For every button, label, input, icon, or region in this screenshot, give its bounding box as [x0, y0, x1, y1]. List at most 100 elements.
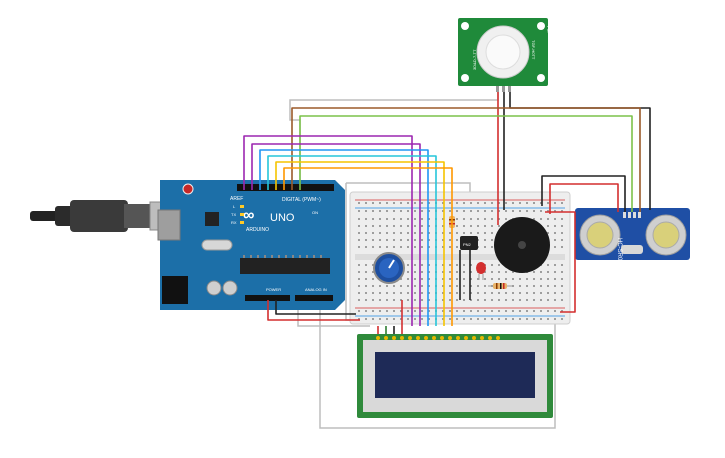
breadboard-hole: [407, 202, 409, 204]
breadboard-hole: [477, 278, 479, 280]
breadboard-hole: [358, 239, 360, 241]
breadboard-hole: [407, 285, 409, 287]
breadboard-hole: [407, 278, 409, 280]
breadboard-hole: [400, 318, 402, 320]
breadboard-hole: [540, 292, 542, 294]
breadboard-hole: [477, 310, 479, 312]
breadboard-hole: [421, 271, 423, 273]
lcd-pin: [376, 336, 380, 340]
lcd-pin: [456, 336, 460, 340]
l-led-label: L: [233, 204, 236, 209]
breadboard-hole: [540, 271, 542, 273]
breadboard-hole: [386, 239, 388, 241]
breadboard-hole: [463, 292, 465, 294]
breadboard-hole: [519, 210, 521, 212]
breadboard-hole: [393, 285, 395, 287]
breadboard-hole: [372, 310, 374, 312]
potentiometer[interactable]: [373, 252, 405, 284]
signal-wires: [243, 92, 651, 334]
breadboard-hole: [442, 232, 444, 234]
breadboard-hole: [533, 318, 535, 320]
breadboard-hole: [456, 225, 458, 227]
transistor-label: PN2: [463, 242, 472, 247]
breadboard-hole: [358, 202, 360, 204]
breadboard-hole: [491, 278, 493, 280]
breadboard-hole: [379, 239, 381, 241]
breadboard-hole: [365, 310, 367, 312]
lcd-pin: [464, 336, 468, 340]
breadboard-hole: [400, 239, 402, 241]
breadboard-hole: [498, 292, 500, 294]
breadboard-hole: [372, 239, 374, 241]
breadboard-hole: [463, 318, 465, 320]
breadboard-hole: [386, 310, 388, 312]
breadboard-hole: [561, 285, 563, 287]
breadboard-hole: [449, 299, 451, 301]
breadboard-hole: [456, 310, 458, 312]
lcd-pin: [432, 336, 436, 340]
breadboard-hole: [358, 299, 360, 301]
breadboard-hole: [414, 285, 416, 287]
breadboard-hole: [491, 271, 493, 273]
breadboard-hole: [449, 239, 451, 241]
atmega-chip: [240, 258, 330, 274]
breadboard-hole: [372, 232, 374, 234]
breadboard-hole: [386, 246, 388, 248]
breadboard-hole: [519, 285, 521, 287]
breadboard-hole: [498, 310, 500, 312]
breadboard-hole: [407, 232, 409, 234]
breadboard-hole: [414, 271, 416, 273]
breadboard-hole: [540, 318, 542, 320]
breadboard-hole: [491, 310, 493, 312]
breadboard-hole: [449, 310, 451, 312]
breadboard-hole: [533, 292, 535, 294]
breadboard-hole: [442, 225, 444, 227]
breadboard-hole: [421, 292, 423, 294]
breadboard-hole: [407, 239, 409, 241]
breadboard-hole: [491, 299, 493, 301]
breadboard-hole: [386, 225, 388, 227]
breadboard-hole: [456, 271, 458, 273]
breadboard-hole: [470, 210, 472, 212]
breadboard-hole: [386, 318, 388, 320]
arduino-uno-board: DIGITAL (PWM~) AREF ∞ UNO ARDUINO L TX R…: [157, 180, 345, 310]
breadboard-hole: [484, 310, 486, 312]
breadboard-hole: [470, 310, 472, 312]
pir-right-text: TGF-H0TT: [531, 40, 536, 60]
breadboard-hole: [456, 232, 458, 234]
breadboard-hole: [512, 292, 514, 294]
breadboard-hole: [414, 292, 416, 294]
breadboard-hole: [414, 299, 416, 301]
breadboard-hole: [533, 271, 535, 273]
breadboard-hole: [540, 202, 542, 204]
breadboard-hole: [533, 278, 535, 280]
breadboard-hole: [372, 285, 374, 287]
breadboard-hole: [358, 210, 360, 212]
breadboard-hole: [365, 210, 367, 212]
lcd-pin: [424, 336, 428, 340]
breadboard-hole: [372, 292, 374, 294]
breadboard-hole: [505, 271, 507, 273]
breadboard-hole: [463, 310, 465, 312]
board-model: UNO: [270, 212, 295, 224]
breadboard-hole: [498, 299, 500, 301]
breadboard-hole: [512, 271, 514, 273]
breadboard-hole: [428, 278, 430, 280]
breadboard-hole: [393, 310, 395, 312]
breadboard-hole: [386, 299, 388, 301]
breadboard-hole: [449, 232, 451, 234]
lcd-screen: [375, 352, 535, 398]
breadboard-hole: [365, 292, 367, 294]
breadboard-hole: [561, 239, 563, 241]
breadboard-hole: [421, 264, 423, 266]
breadboard-hole: [421, 299, 423, 301]
board-brand: ARDUINO: [246, 227, 269, 233]
breadboard-hole: [407, 299, 409, 301]
lcd-pin: [400, 336, 404, 340]
breadboard-hole: [477, 292, 479, 294]
breadboard-hole: [561, 246, 563, 248]
breadboard-hole: [379, 232, 381, 234]
breadboard-hole: [414, 232, 416, 234]
breadboard-hole: [561, 264, 563, 266]
reset-button-icon[interactable]: [182, 183, 194, 195]
